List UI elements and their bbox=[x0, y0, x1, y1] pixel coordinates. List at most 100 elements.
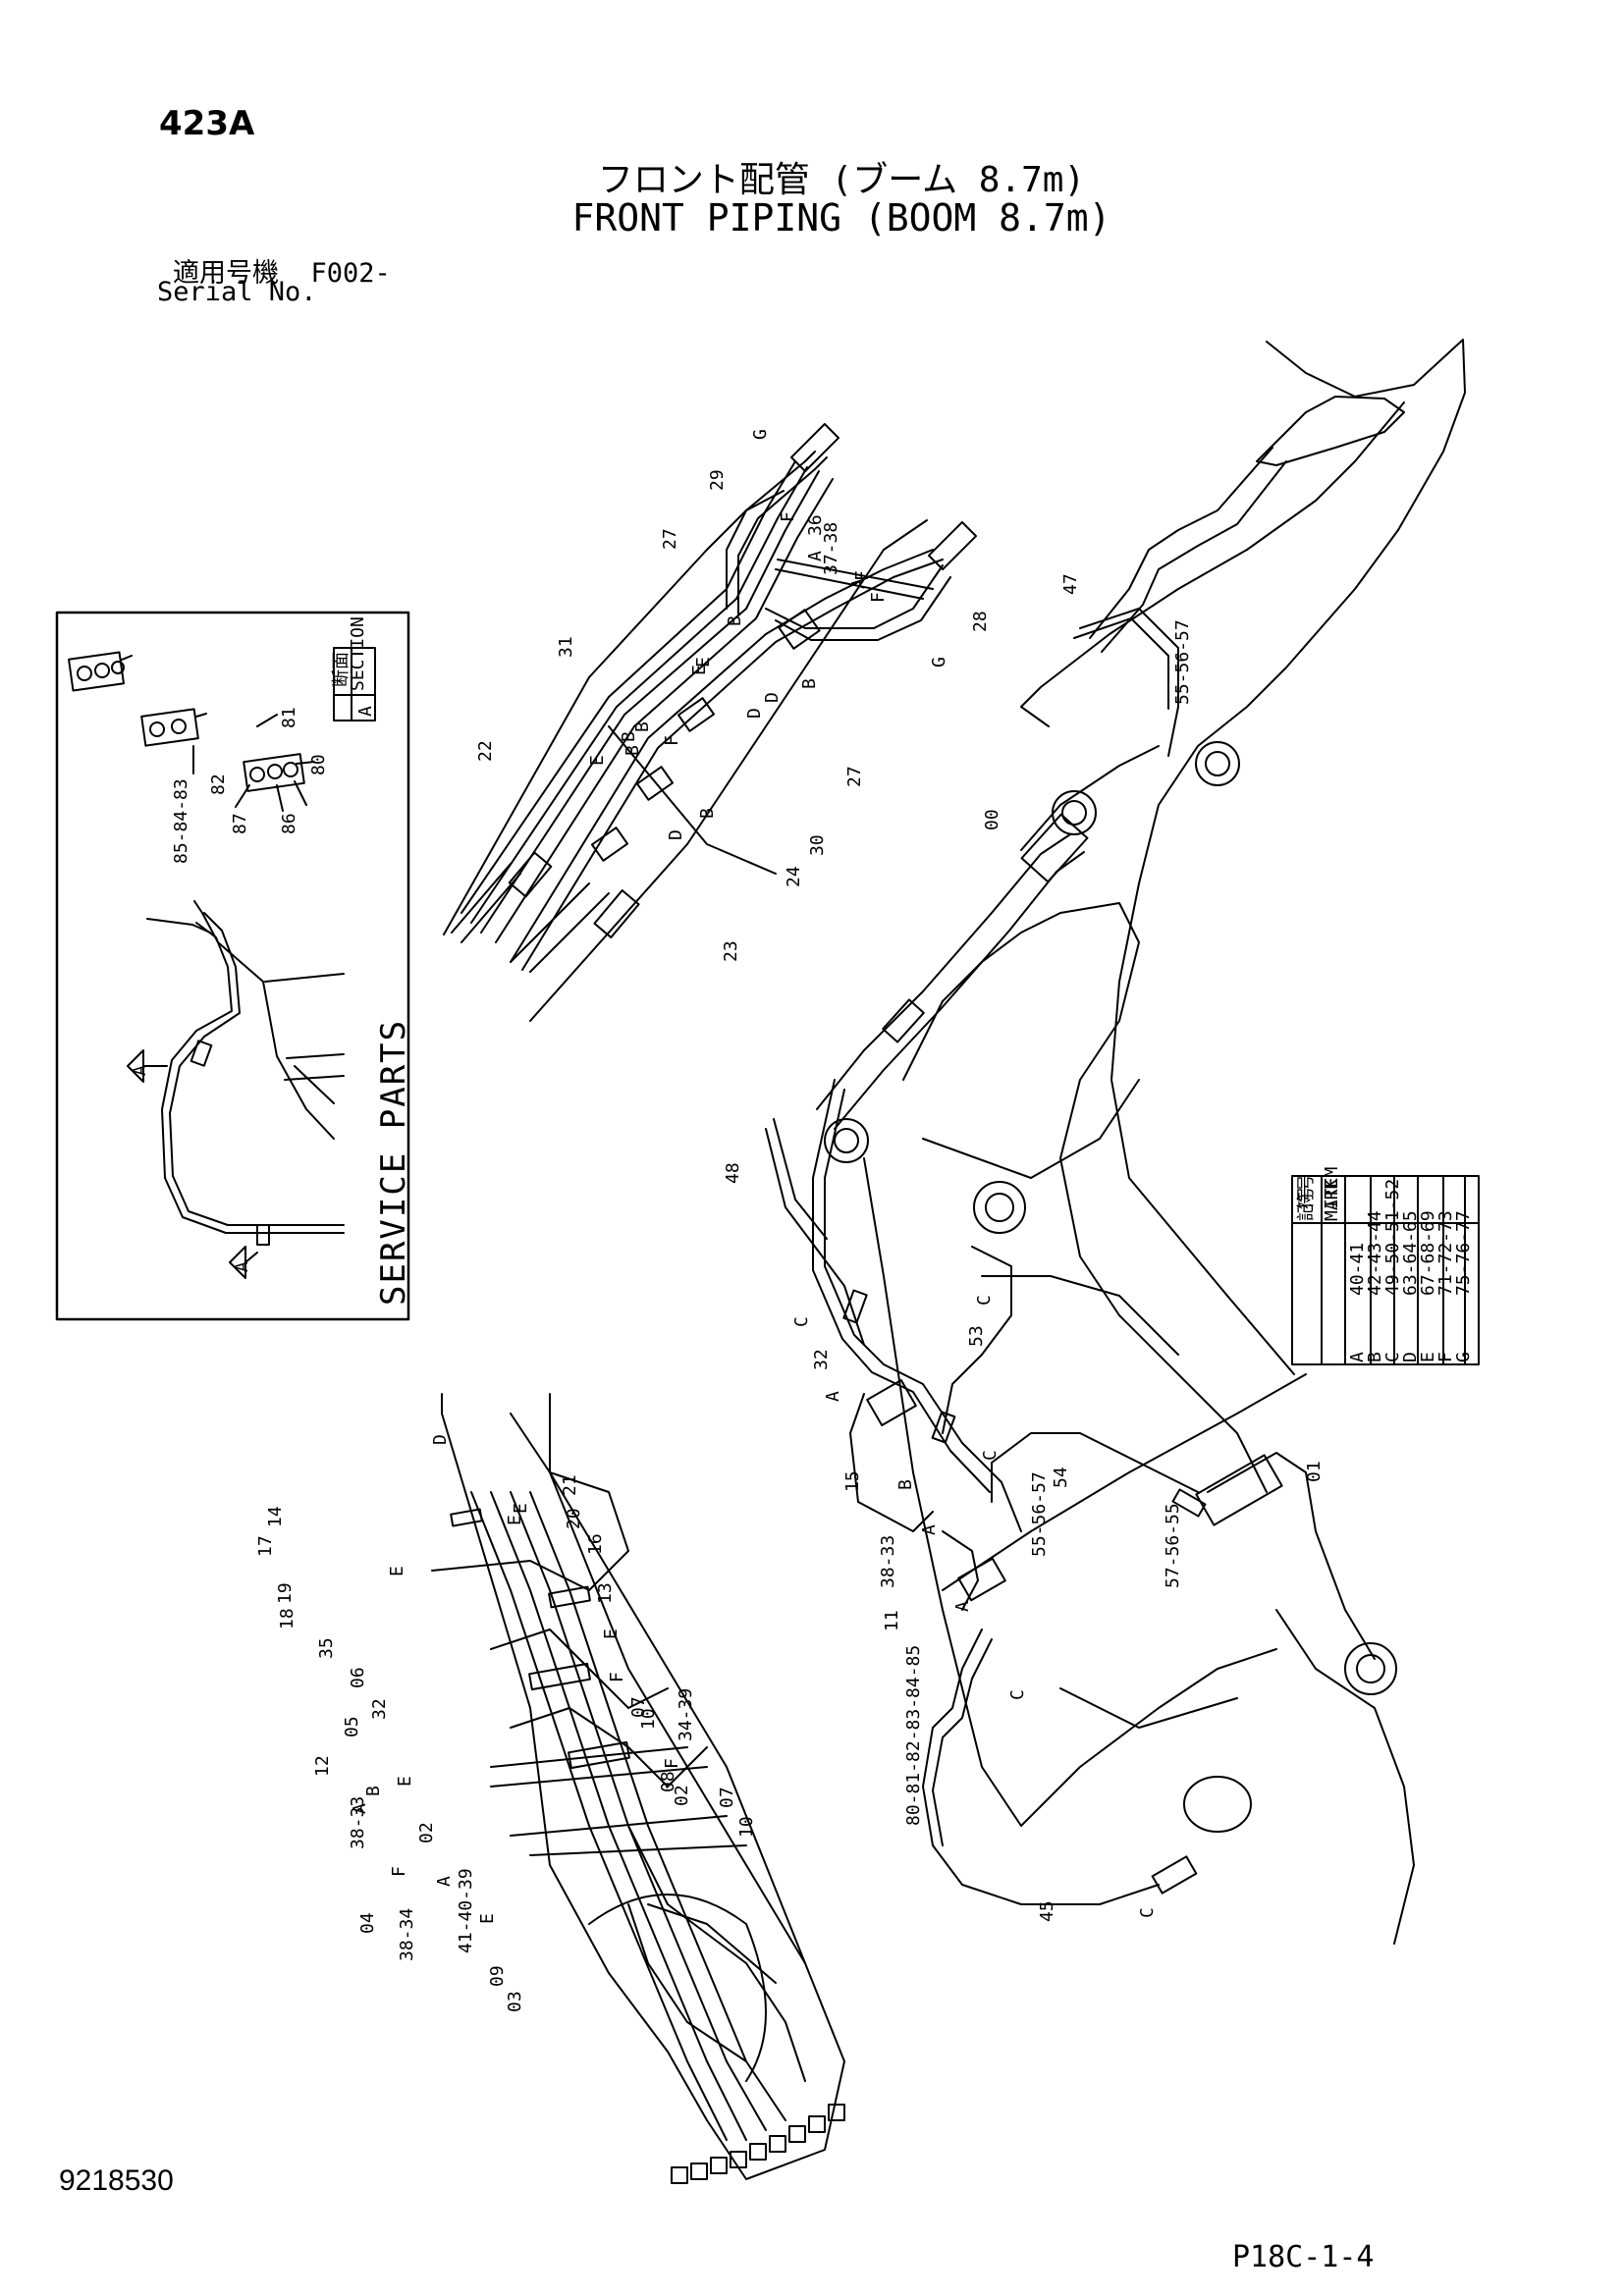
upper-callout: F bbox=[662, 735, 682, 746]
diagram-labels: SERVICE PARTS断面SECTIONA818086878285-84-8… bbox=[130, 429, 1474, 2012]
lower-callout: E bbox=[505, 1515, 525, 1525]
lower-callout: F bbox=[662, 1758, 682, 1769]
page-id: 423A bbox=[159, 104, 255, 143]
inset-callout: 87 bbox=[230, 813, 250, 834]
boom-callout: A bbox=[823, 1391, 843, 1402]
lower-callout: 38-33 bbox=[348, 1796, 368, 1849]
boom-callout: 45 bbox=[1037, 1900, 1057, 1922]
upper-callout: B bbox=[725, 615, 745, 626]
table-row-mark: A bbox=[1347, 1352, 1368, 1362]
lower-callout: 02 bbox=[416, 1822, 437, 1843]
table-row-item: 40-41 bbox=[1347, 1243, 1368, 1296]
clamp-block-icon bbox=[68, 651, 305, 792]
upper-callout: 28 bbox=[970, 611, 991, 632]
boom-callout: 15 bbox=[842, 1470, 863, 1492]
boom-callout: 00 bbox=[982, 809, 1002, 830]
upper-callout: F bbox=[868, 592, 889, 603]
boom-callout: C bbox=[791, 1316, 812, 1327]
upper-callout: F bbox=[778, 511, 798, 522]
boom-callout: 55-56-57 bbox=[1029, 1471, 1050, 1557]
serial-label-english: Serial No. bbox=[157, 277, 317, 307]
table-header-mark-en: MARK bbox=[1322, 1178, 1342, 1221]
upper-callout: 36 bbox=[805, 514, 826, 536]
lower-piping-detail bbox=[431, 1393, 845, 2184]
lower-callout: E bbox=[395, 1776, 415, 1787]
document-number: 9218530 bbox=[59, 2164, 174, 2197]
lower-callout: 41-40-39 bbox=[456, 1868, 476, 1953]
upper-callout: D bbox=[666, 829, 686, 840]
upper-callout: 27 bbox=[660, 528, 680, 550]
lower-callout: 34-39 bbox=[676, 1688, 696, 1741]
table-row-item: 42-43-44 bbox=[1365, 1210, 1385, 1296]
boom-callout: 48 bbox=[723, 1162, 743, 1184]
serial-value: F002- bbox=[310, 258, 391, 289]
upper-callout: G bbox=[929, 657, 949, 667]
boom-callout: 47 bbox=[1060, 573, 1081, 595]
lower-callout: F bbox=[607, 1672, 627, 1682]
table-header-item-ja: 符号 bbox=[1296, 1174, 1317, 1209]
mark-table bbox=[1291, 1175, 1480, 1365]
table-row-mark: B bbox=[1365, 1352, 1385, 1362]
boom-structure bbox=[765, 339, 1466, 1945]
lower-callout: 18 bbox=[277, 1608, 298, 1629]
table-row-mark: D bbox=[1400, 1352, 1421, 1362]
lower-callout: A bbox=[350, 1803, 370, 1814]
boom-callout: 01 bbox=[1304, 1461, 1325, 1482]
boom-callout: 54 bbox=[1051, 1467, 1071, 1488]
inset-callout: 81 bbox=[279, 707, 299, 728]
page-code: P18C-1-4 bbox=[1232, 2240, 1375, 2274]
inset-callout: 80 bbox=[308, 754, 329, 775]
lower-callout: 19 bbox=[275, 1582, 296, 1604]
upper-callout: 23 bbox=[721, 940, 741, 962]
boom-callout: 80-81-82-83-84-85 bbox=[903, 1645, 924, 1826]
section-label-en: SECTION bbox=[348, 616, 368, 691]
lower-callout: 08 bbox=[658, 1771, 678, 1792]
lower-callout: 13 bbox=[595, 1582, 616, 1604]
table-row-item: 75-76-77 bbox=[1453, 1210, 1474, 1296]
lower-callout: 10 bbox=[638, 1708, 659, 1730]
upper-callout: D bbox=[744, 708, 765, 719]
lower-callout: 35 bbox=[316, 1637, 337, 1659]
upper-callout: 31 bbox=[556, 636, 576, 658]
table-row-item: 67-68-69 bbox=[1418, 1210, 1438, 1296]
table-row-item: 71-72-73 bbox=[1435, 1210, 1456, 1296]
lower-callout: 10 bbox=[736, 1816, 757, 1838]
lower-callout: 07 bbox=[717, 1787, 737, 1808]
lower-callout: 14 bbox=[265, 1506, 286, 1527]
service-parts-title: SERVICE PARTS bbox=[374, 1019, 413, 1306]
boom-callout: A bbox=[952, 1601, 973, 1612]
lower-callout: 17 bbox=[255, 1535, 276, 1557]
boom-callout: C bbox=[974, 1295, 995, 1306]
table-row-mark: E bbox=[1418, 1352, 1438, 1362]
upper-callout: 27 bbox=[844, 766, 865, 787]
lower-callout: 20 bbox=[564, 1508, 584, 1529]
title-japanese: フロント配管 (ブーム 8.7m) bbox=[597, 160, 1086, 200]
table-row-mark: C bbox=[1382, 1352, 1403, 1362]
upper-callout: 37-38 bbox=[821, 522, 841, 575]
upper-callout: B bbox=[623, 745, 643, 756]
section-value: A bbox=[355, 706, 376, 717]
lower-callout: 32 bbox=[369, 1698, 390, 1720]
upper-callout: 29 bbox=[707, 469, 728, 491]
upper-callout: B bbox=[632, 721, 653, 732]
lower-callout: 21 bbox=[560, 1474, 580, 1496]
upper-callout: G bbox=[750, 429, 771, 440]
boom-callout: 11 bbox=[882, 1610, 902, 1631]
upper-callout: 22 bbox=[475, 740, 496, 762]
section-label-ja: 断面 bbox=[331, 652, 352, 687]
lower-callout: 09 bbox=[487, 1965, 508, 1987]
lower-callout: 04 bbox=[357, 1912, 378, 1934]
lower-callout: 07 bbox=[628, 1696, 649, 1718]
boom-callout: C bbox=[980, 1450, 1001, 1461]
boom-callout: 53 bbox=[966, 1325, 987, 1347]
service-parts-inset bbox=[55, 611, 410, 1321]
upper-callout: D bbox=[762, 692, 783, 703]
boom-callout: 55-56-57 bbox=[1172, 619, 1193, 705]
table-header-mark-ja: 記号 bbox=[1296, 1186, 1317, 1221]
inset-callout: A bbox=[130, 1065, 150, 1076]
lower-callout: D bbox=[430, 1434, 451, 1445]
lower-callout: 38-34 bbox=[397, 1908, 417, 1961]
inset-frame bbox=[55, 611, 410, 1321]
end-fitting-row bbox=[671, 2104, 845, 2184]
upper-callout: E bbox=[693, 657, 714, 667]
